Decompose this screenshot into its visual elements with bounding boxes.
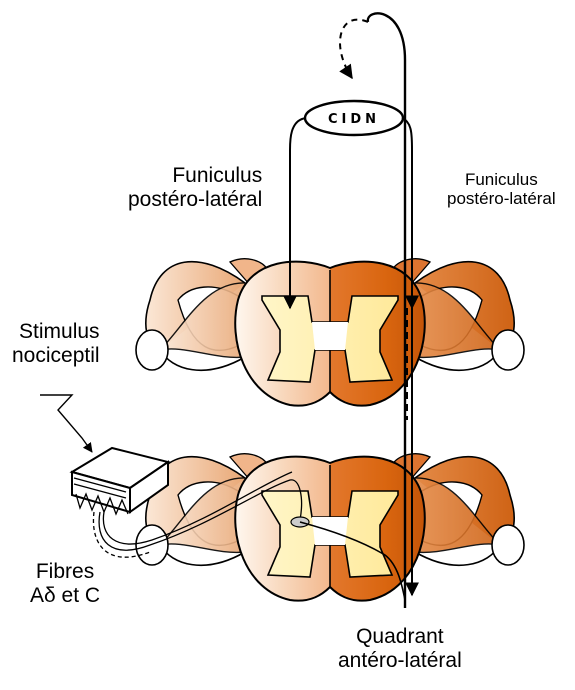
upper-spinal-cord-section xyxy=(136,259,524,406)
label-line: Quadrant xyxy=(338,625,462,649)
label-line: Stimulus xyxy=(12,320,100,344)
label-quadrant: Quadrant antéro-latéral xyxy=(338,625,462,672)
label-funiculus-left: Funiculus postéro-latéral xyxy=(128,164,262,211)
stimulus-zigzag-arrow xyxy=(40,395,92,452)
cidn-feedback-dashed-arrow xyxy=(340,20,368,78)
label-line: Funiculus xyxy=(128,164,262,188)
label-line: Aδ et C xyxy=(30,584,100,608)
label-line: postéro-latéral xyxy=(447,189,556,208)
label-stimulus: Stimulus nociceptil xyxy=(12,320,100,367)
label-line: postéro-latéral xyxy=(128,188,262,212)
label-line: antéro-latéral xyxy=(338,649,462,673)
label-line: nociceptil xyxy=(12,344,100,368)
label-fibres: Fibres Aδ et C xyxy=(30,560,100,607)
cidn-label: CIDN xyxy=(328,112,380,127)
label-funiculus-right: Funiculus postéro-latéral xyxy=(447,170,556,208)
label-line: Funiculus xyxy=(447,170,556,189)
label-line: Fibres xyxy=(30,560,100,584)
